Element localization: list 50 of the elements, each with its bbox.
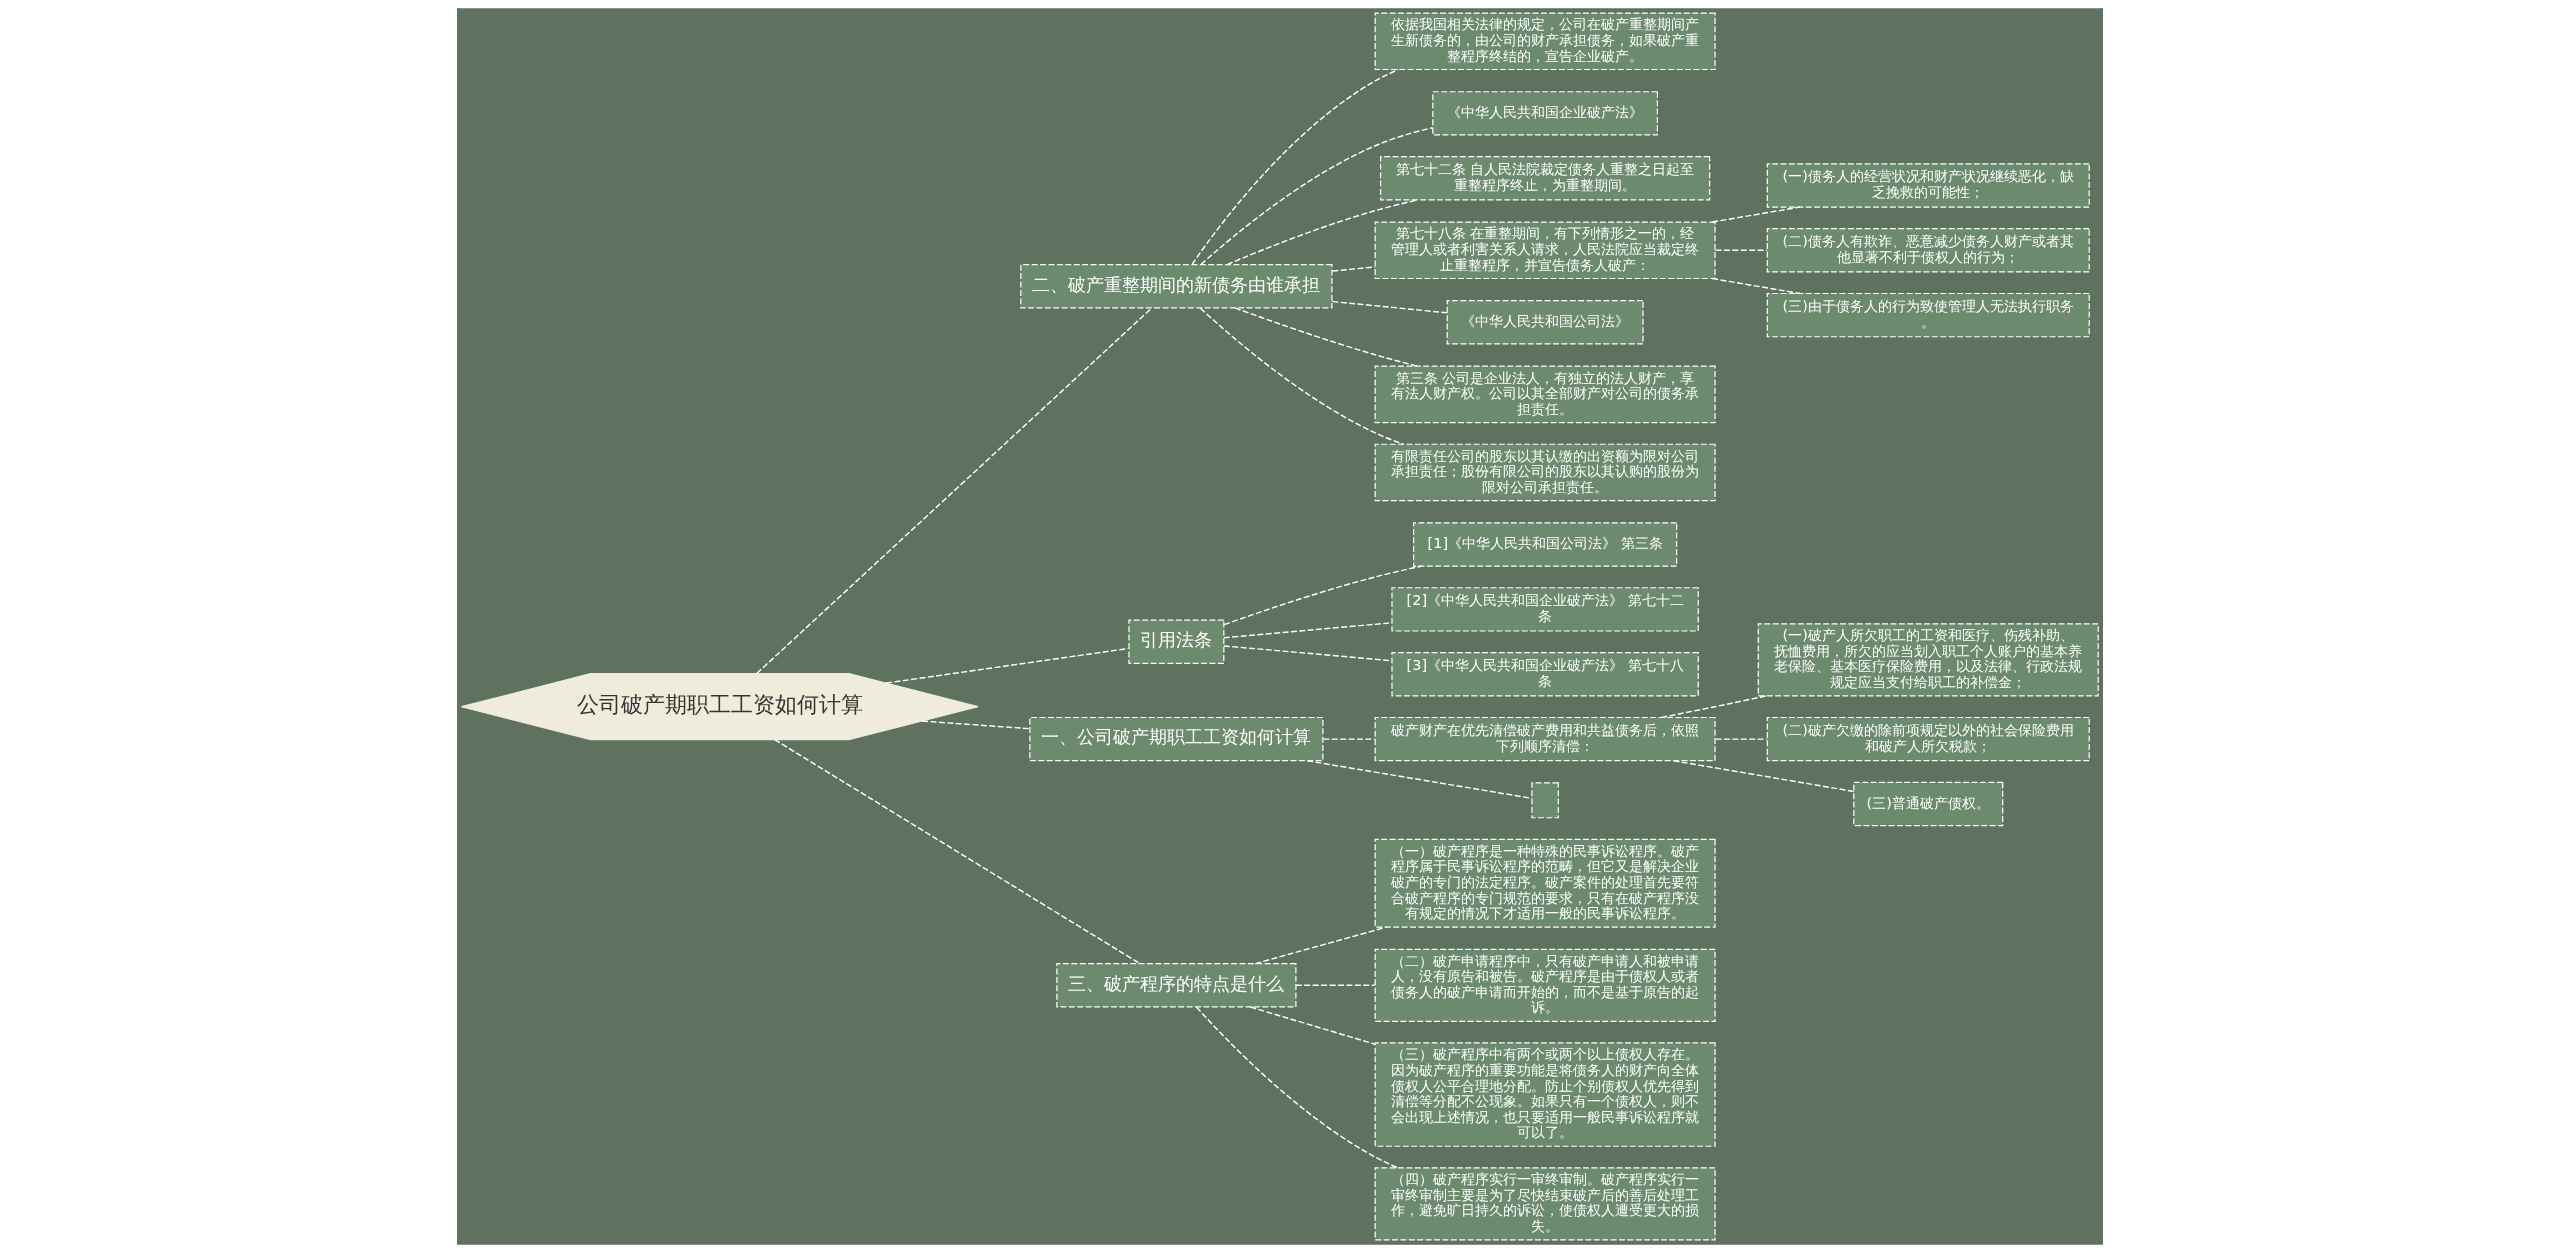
connector	[1714, 738, 1768, 740]
node-box: [2]《中华人民共和国企业破产法》 第七十二条	[1391, 587, 1699, 632]
node-box: （一）破产程序是一种特殊的民事诉讼程序。破产程序属于民事诉讼程序的范畴，但它又是解决企业破产的专门的法定程序。破产案件的处理首先要符合破产程序的专门规范的要求，只有在破产程序没有规定的情况下才适用一般的民事诉讼程序。	[1374, 838, 1716, 928]
connector	[921, 720, 1031, 730]
node-box	[1531, 782, 1559, 819]
node-box: (二)破产欠缴的除前项规定以外的社会保险费用和破产人所欠税款；	[1766, 716, 2090, 762]
connector	[1672, 760, 1855, 793]
connector	[1234, 307, 1418, 367]
node-box: 《中华人民共和国公司法》	[1446, 300, 1644, 345]
connector	[756, 307, 1153, 675]
node-box: (三)普通破产债权。	[1853, 781, 2004, 827]
node-box: （四）破产程序实行一审终审制。破产程序实行一审终审制主要是为了尽快结束破产后的善后处理工作，避免旷日持久的诉讼，使债权人遭受更大的损失。	[1374, 1167, 1716, 1241]
node-box: [1]《中华人民共和国公司法》 第三条	[1413, 522, 1678, 567]
connector	[1254, 926, 1388, 965]
node-box: 引用法条	[1128, 619, 1225, 665]
connector	[1660, 695, 1767, 719]
node-box: 依据我国相关法律的规定，公司在破产重整期间产生新债务的，由公司的财产承担债务，如果破产重整程序终结的，宣告企业破产。	[1374, 12, 1716, 71]
node-box: (一)债务人的经营状况和财产状况继续恶化，缺乏挽救的可能性；	[1766, 163, 2090, 208]
connector	[1714, 249, 1768, 251]
connector	[1711, 277, 1801, 295]
node-box: 二、破产重整期间的新债务由谁承担	[1020, 264, 1333, 309]
node-box: 三、破产程序的特点是什么	[1056, 963, 1297, 1008]
node-box: 《中华人民共和国企业破产法》	[1432, 91, 1658, 136]
connector	[1223, 622, 1393, 639]
node-box: [3]《中华人民共和国企业破产法》 第七十八条	[1391, 652, 1699, 697]
node-box: 一、公司破产期职工工资如何计算	[1029, 716, 1324, 762]
connector	[1226, 199, 1419, 266]
connector	[1711, 206, 1801, 223]
connector	[1223, 565, 1423, 626]
connector	[1199, 307, 1405, 445]
connector	[1306, 760, 1533, 799]
connector	[1322, 738, 1376, 740]
node-box: （三）破产程序中有两个或两个以上债权人存在。因为破产程序的重要功能是将债务人的财产向全体债权人公平合理地分配。防止个别债权人优先得到清偿等分配不公现象。如果只有一个债权人，则不会出现上述情况，也只要适用一般民事诉讼程序就可以了。	[1374, 1042, 1716, 1147]
connector	[774, 739, 1141, 965]
node-box: 第七十八条 在重整期间，有下列情形之一的，经管理人或者利害关系人请求，人民法院应当裁定终止重整程序，并宣告债务人破产：	[1374, 221, 1716, 280]
node-box: （二）破产申请程序中，只有破产申请人和被申请人，没有原告和被告。破产程序是由于债权人或者债务人的破产申请而开始的，而不是基于原告的起诉。	[1374, 948, 1716, 1022]
connector	[1249, 1006, 1376, 1045]
connector	[1331, 266, 1376, 272]
connector	[1200, 127, 1434, 266]
node-box: 破产财产在优先清偿破产费用和共益债务后，依照下列顺序清偿：	[1374, 716, 1716, 762]
connector	[1295, 984, 1376, 987]
node-box: (二)债务人有欺诈、恶意减少债务人财产或者其他显著不利于债权人的行为；	[1766, 228, 2090, 273]
connector	[1191, 68, 1399, 266]
node-box: (三)由于债务人的行为致使管理人无法执行职务。	[1766, 292, 2090, 338]
node-box: 有限责任公司的股东以其认缴的出资额为限对公司承担责任；股份有限公司的股东以其认购的股份为限对公司承担责任。	[1374, 443, 1716, 502]
node-box: 第三条 公司是企业法人，有独立的法人财产，享有法人财产权。公司以其全部财产对公司的债务承担责任。	[1374, 365, 1716, 424]
connector	[1195, 1006, 1399, 1169]
node-box: (一)破产人所欠职工的工资和医疗、伤残补助、抚恤费用，所欠的应当划入职工个人账户的基本养老保险、基本医疗保险费用，以及法律、行政法规规定应当支付给职工的补偿金；	[1757, 623, 2099, 697]
connector	[1331, 300, 1448, 314]
node-box: 第七十二条 自人民法院裁定债务人重整之日起至重整程序终止，为重整期间。	[1379, 156, 1711, 201]
